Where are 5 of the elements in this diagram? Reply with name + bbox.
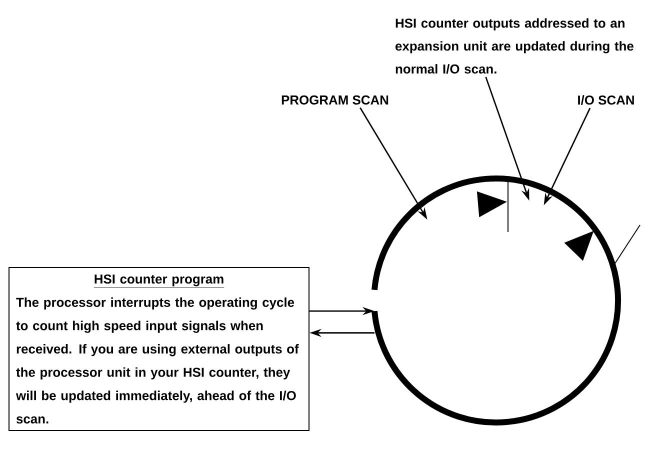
callout-text: PROGRAM SCAN [282, 95, 388, 105]
note-box: HSI counter program The processor interrupts the operating cycle to count high speed input signals when received. If you are using external outputs of the processor unit in your HSI counter, they will be updated immediately, ahead of the I/O scan. [8, 266, 310, 432]
scan-cycle-drawing [372, 176, 640, 426]
callout-text: I/O SCAN [578, 95, 634, 105]
callout-text: HSI counter outputs addressed to an expansion unit are updated during the normal I/O scan. [396, 18, 634, 74]
